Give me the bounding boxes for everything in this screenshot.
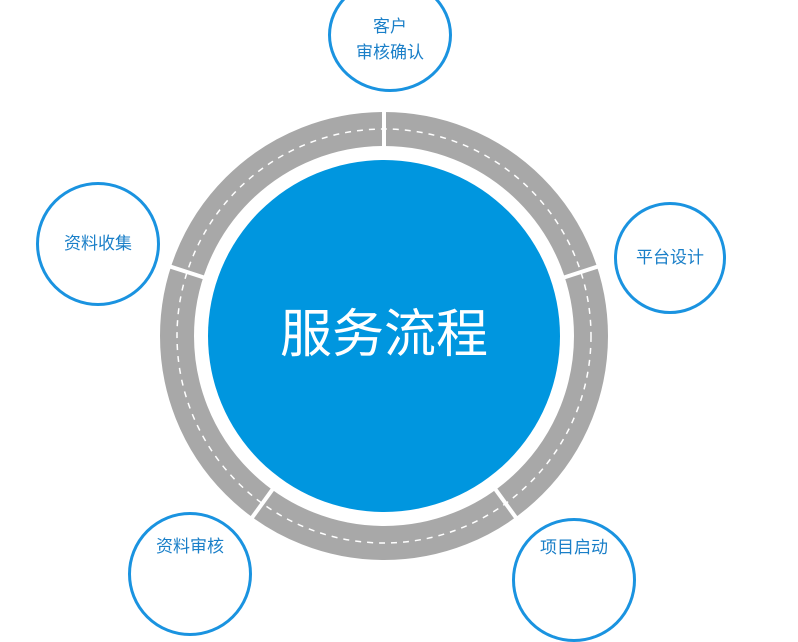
step-data-review: 资料审核 [128,512,252,636]
step-label: 审核确认 [356,43,424,63]
ring-divider [560,263,602,281]
step-label: 资料审核 [156,537,224,557]
step-label: 资料收集 [64,234,132,254]
ring-divider [248,485,277,522]
step-label: 客户 [373,17,407,37]
center-title: 服务流程 [279,305,488,365]
center-circle [208,160,560,512]
step-platform-design: 平台设计 [614,202,726,314]
step-label: 平台设计 [636,248,704,268]
ring-divider [491,485,520,522]
process-ring [160,112,608,560]
step-project-start: 项目启动 [512,518,636,642]
step-label: 项目启动 [540,538,608,558]
ring-divider [166,263,208,281]
step-customer-confirm: 客户 审核确认 [328,0,452,92]
step-data-collection: 资料收集 [36,182,160,306]
